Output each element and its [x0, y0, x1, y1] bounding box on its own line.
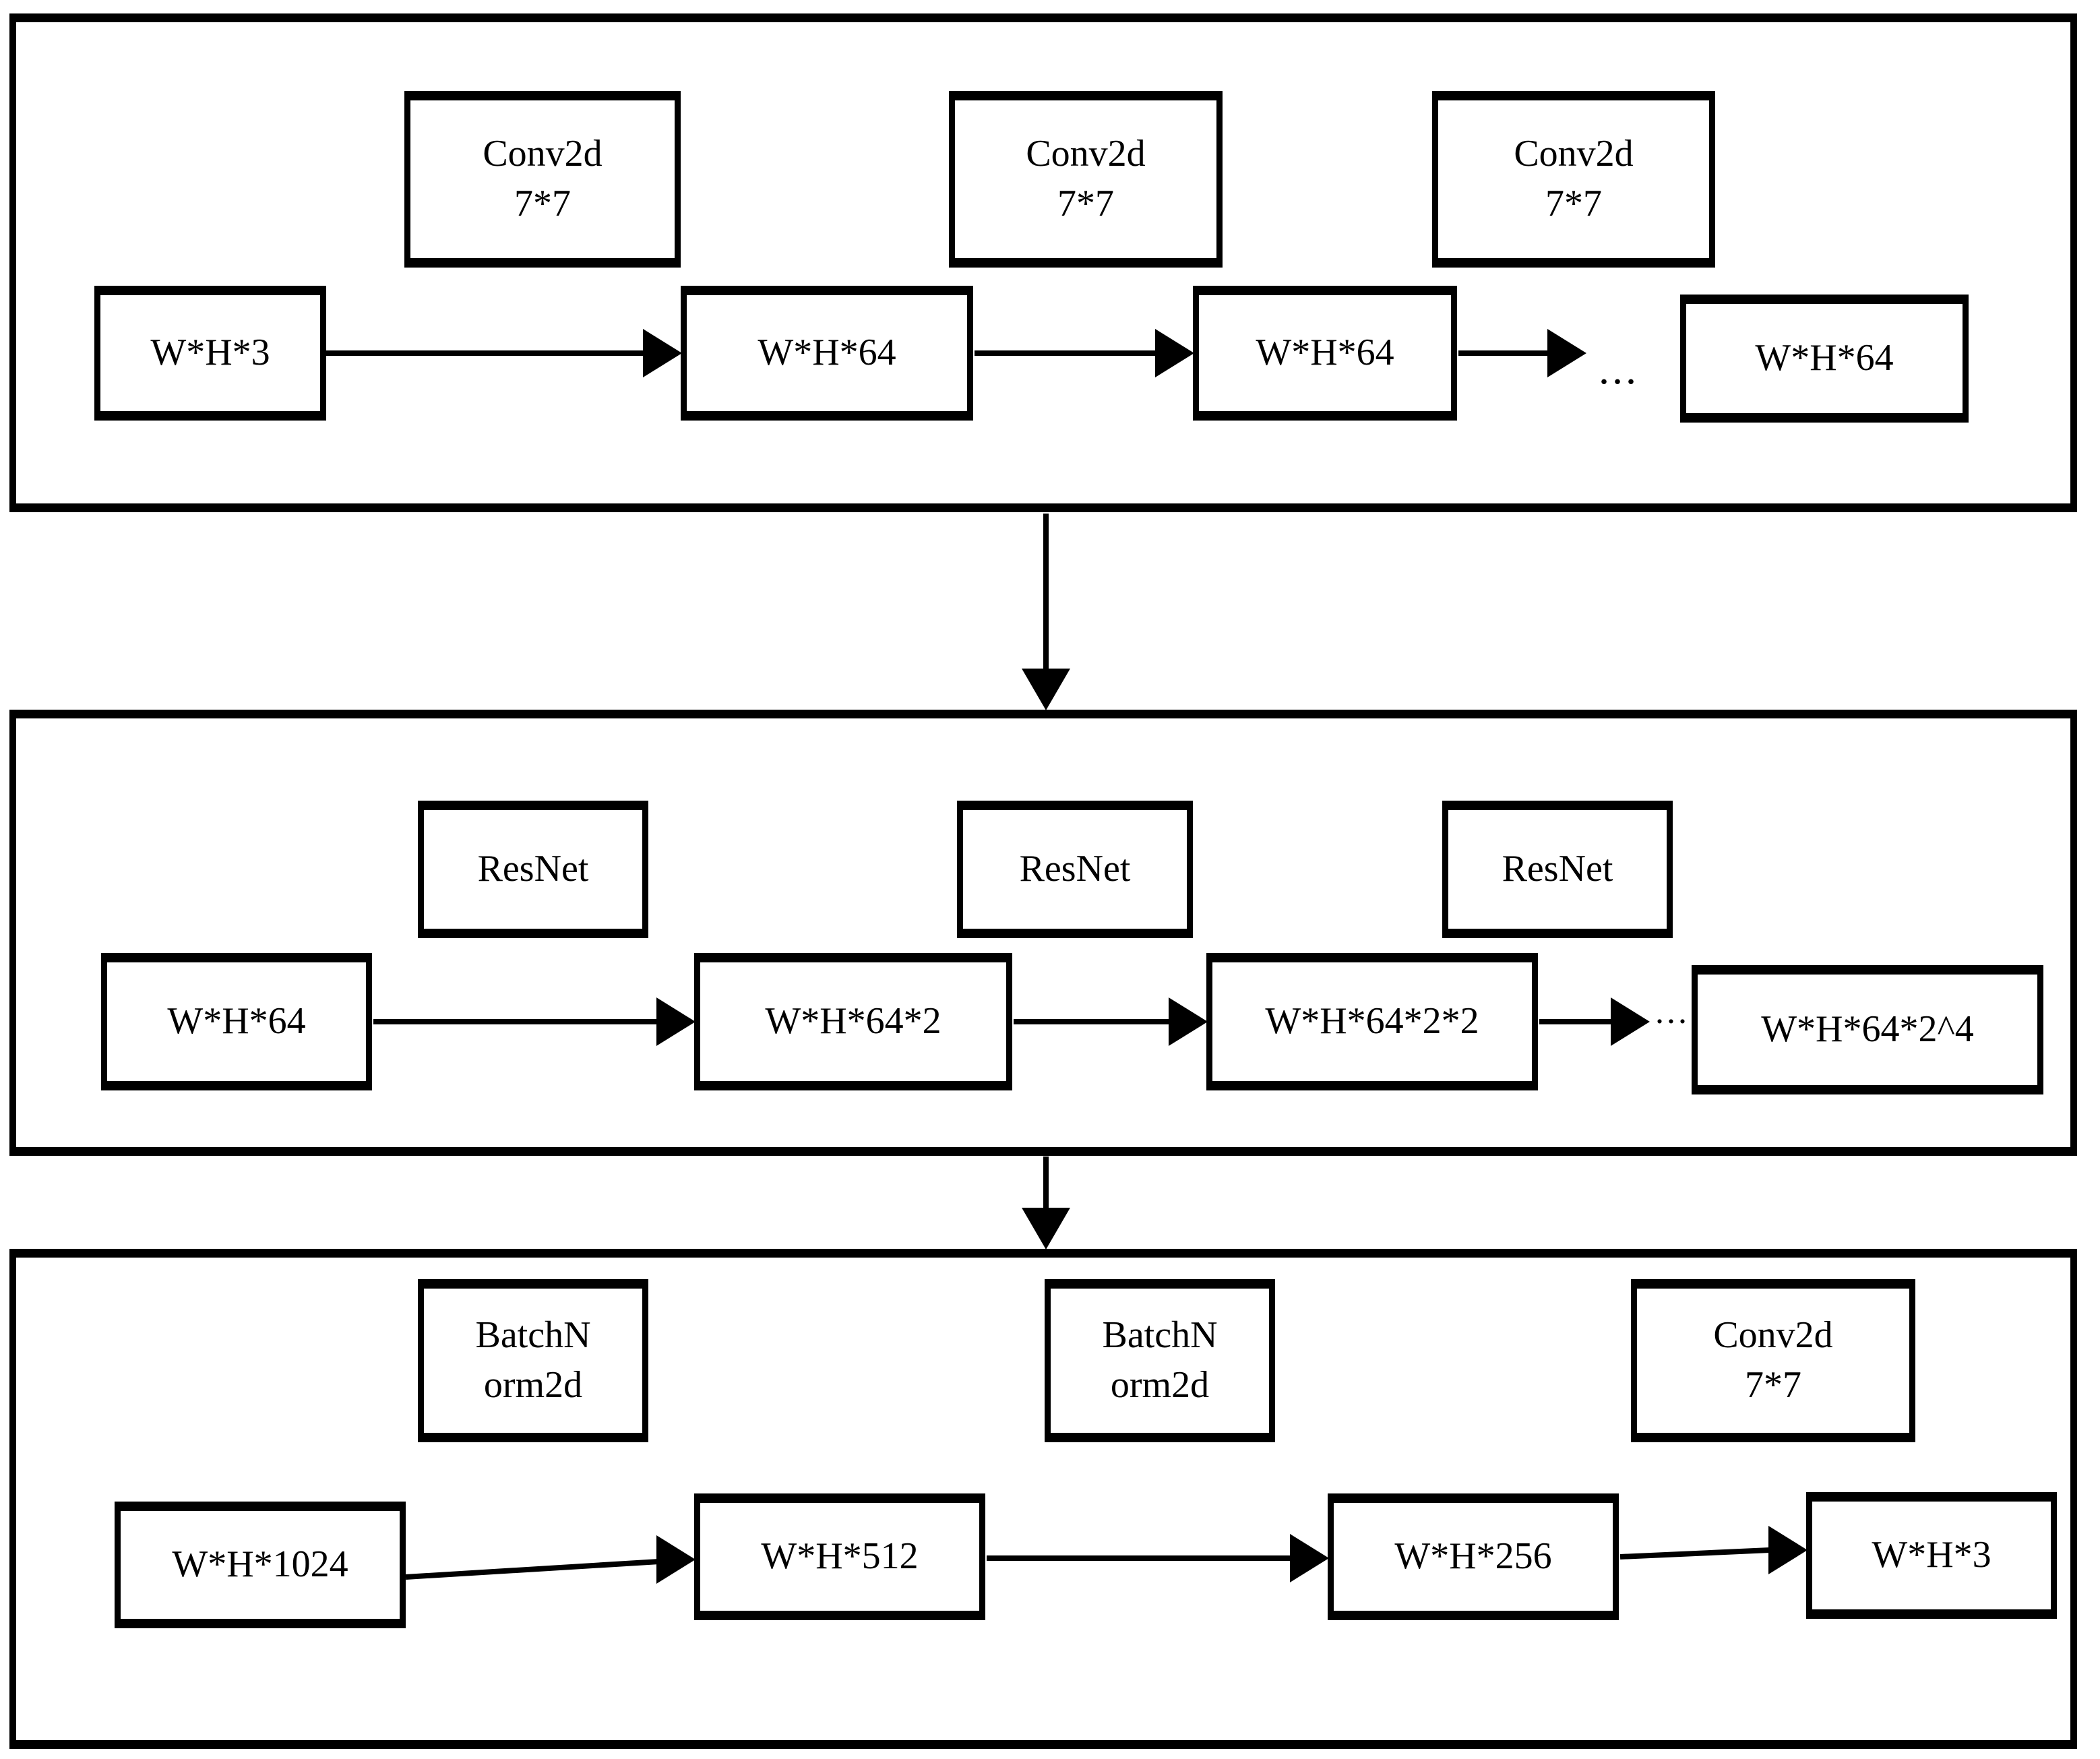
- tensor-label: W*H*64: [758, 332, 896, 374]
- tensor-label: W*H*64: [1755, 337, 1894, 379]
- resnet-op-label: ResNet: [477, 848, 589, 890]
- tensor-label: W*H*64: [167, 1000, 306, 1043]
- tensor-label: W*H*1024: [172, 1543, 348, 1586]
- stage-3-panel: [9, 1249, 2077, 1749]
- tensor-box-s3-2: W*H*512: [694, 1493, 985, 1620]
- tensor-label: W*H*3: [150, 332, 270, 374]
- stage-connector-arrow-1: [1022, 514, 1070, 710]
- batchnorm-op-label: BatchN orm2d: [475, 1314, 591, 1406]
- tensor-label: W*H*64*2: [765, 1000, 941, 1043]
- ellipsis-s2: ...: [1655, 993, 1690, 1031]
- resnet-op-label: ResNet: [1502, 848, 1613, 890]
- tensor-label: W*H*256: [1394, 1535, 1552, 1578]
- ellipsis-s1: ...: [1599, 345, 1639, 393]
- tensor-box-s3-3: W*H*256: [1328, 1493, 1619, 1620]
- conv2d-op-box-1: Conv2d 7*7: [404, 91, 681, 268]
- conv2d-op-box-4: Conv2d 7*7: [1631, 1279, 1915, 1442]
- tensor-box-s3-output: W*H*3: [1806, 1492, 2057, 1619]
- resnet-op-label: ResNet: [1019, 848, 1131, 890]
- tensor-box-s1-2: W*H*64: [681, 286, 973, 421]
- conv2d-op-label: Conv2d 7*7: [1026, 133, 1146, 224]
- tensor-box-s2-2: W*H*64*2: [694, 953, 1012, 1090]
- conv2d-op-box-3: Conv2d 7*7: [1432, 91, 1715, 268]
- tensor-box-s1-4: W*H*64: [1680, 295, 1969, 423]
- tensor-box-s1-input: W*H*3: [94, 286, 326, 421]
- tensor-box-s3-1: W*H*1024: [115, 1502, 406, 1628]
- tensor-label: W*H*64*2^4: [1761, 1008, 1974, 1051]
- stage-2-panel: [9, 710, 2077, 1156]
- batchnorm-op-box-1: BatchN orm2d: [418, 1279, 648, 1442]
- conv2d-op-box-2: Conv2d 7*7: [949, 91, 1223, 268]
- stage-1-panel: [9, 13, 2077, 512]
- batchnorm-op-label: BatchN orm2d: [1102, 1314, 1218, 1406]
- conv2d-op-label: Conv2d 7*7: [1514, 133, 1634, 224]
- tensor-box-s2-1: W*H*64: [101, 953, 372, 1090]
- stage-connector-arrow-2: [1022, 1156, 1070, 1249]
- resnet-op-box-2: ResNet: [957, 801, 1193, 938]
- tensor-box-s1-3: W*H*64: [1193, 286, 1457, 421]
- conv2d-op-label: Conv2d 7*7: [483, 133, 603, 224]
- batchnorm-op-box-2: BatchN orm2d: [1045, 1279, 1275, 1442]
- tensor-label: W*H*512: [761, 1535, 919, 1578]
- resnet-op-box-3: ResNet: [1442, 801, 1673, 938]
- tensor-label: W*H*64*2*2: [1265, 1000, 1479, 1043]
- tensor-box-s2-3: W*H*64*2*2: [1206, 953, 1538, 1090]
- conv2d-op-label: Conv2d 7*7: [1713, 1314, 1833, 1406]
- tensor-label: W*H*3: [1872, 1534, 1991, 1576]
- resnet-op-box-1: ResNet: [418, 801, 648, 938]
- tensor-label: W*H*64: [1256, 332, 1394, 374]
- tensor-box-s2-4: W*H*64*2^4: [1692, 965, 2043, 1094]
